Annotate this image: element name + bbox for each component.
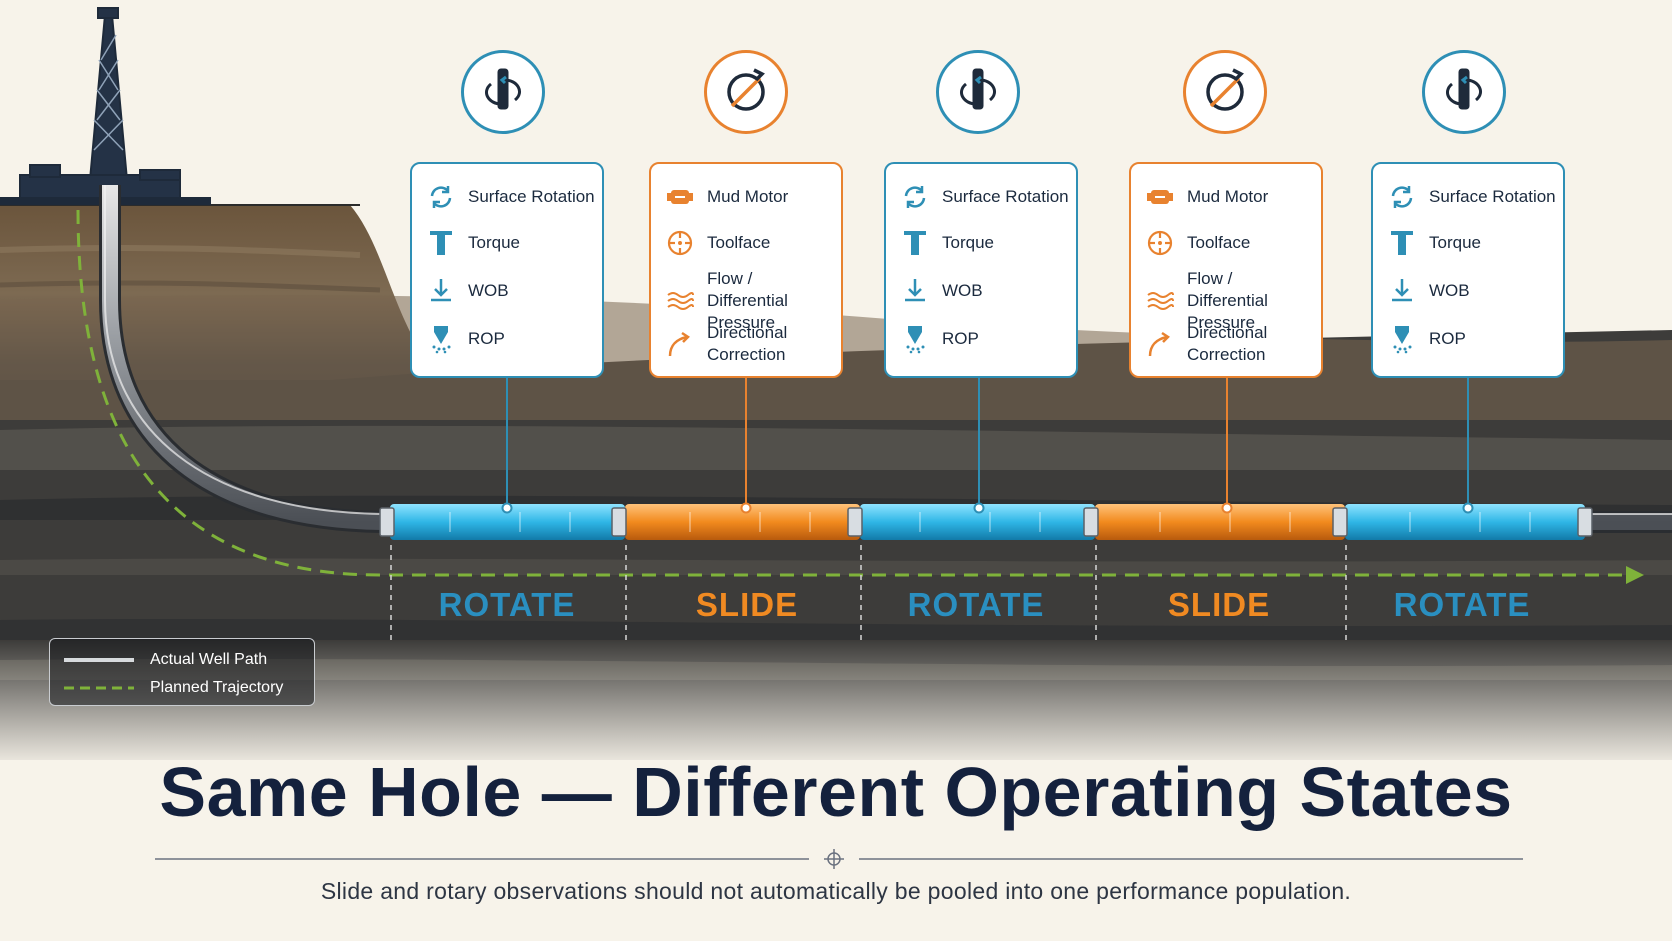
rotating-drill-icon [936, 50, 1020, 134]
planned-trajectory-arrowhead [1626, 566, 1644, 584]
no-rotation-icon [704, 50, 788, 134]
rotate-card-3-item-1: Surface Rotation [1387, 182, 1557, 212]
page-title: Same Hole — Different Operating States [159, 753, 1513, 831]
weight-on-bit-icon [905, 279, 925, 302]
legend-solid-line-icon [64, 658, 134, 662]
segment-label-rotate-2: ROTATE [907, 586, 1045, 623]
mud-motor-icon [1147, 190, 1173, 204]
torque-icon [1391, 231, 1413, 255]
toolface-icon [1147, 230, 1173, 256]
slide-card-1-label-4: Directional Correction [707, 323, 788, 364]
rotate-card-3: Surface Rotation Torque WOB ROP [1371, 162, 1565, 378]
slide-card-1-item-3: Flow / Differential Pressure [665, 268, 835, 334]
curve-arrow-icon [1148, 331, 1170, 357]
legend-dashed-line-icon [64, 686, 134, 690]
slide-card-1-item-1: Mud Motor [665, 182, 835, 212]
no-rotation-icon [1183, 50, 1267, 134]
actual-well-path [102, 185, 1672, 530]
legend-planned-label: Planned Trajectory [150, 679, 284, 696]
crosshair-icon [824, 849, 844, 869]
rotate-card-2-label-4: ROP [942, 329, 979, 348]
segment-slide-1 [625, 504, 860, 540]
rotate-card-1-item-1: Surface Rotation [426, 182, 596, 212]
slide-card-2-item-3: Flow / Differential Pressure [1145, 268, 1315, 334]
segment-label-rotate-3: ROTATE [1393, 586, 1531, 623]
slide-card-2-label-4: Directional Correction [1187, 323, 1268, 364]
drill-bit-icon [906, 326, 925, 354]
drilling-rig-icon [0, 7, 211, 205]
rotate-card-3-label-3: WOB [1429, 281, 1470, 300]
segment-rotate-1 [390, 504, 625, 540]
segments-layer [379, 504, 1593, 540]
subtitle: Slide and rotary observations should not… [320, 878, 1352, 904]
rotate-card-1-label-3: WOB [468, 281, 509, 300]
rotate-card-1-label-4: ROP [468, 329, 505, 348]
legend-actual-label: Actual Well Path [150, 651, 268, 668]
segment-rotate-2 [860, 504, 1095, 540]
slide-card-1-label-2: Toolface [707, 233, 771, 252]
drill-bit-icon [1393, 326, 1412, 354]
title-divider [155, 849, 1523, 869]
rotate-card-1: Surface Rotation Torque WOB ROP [410, 162, 604, 378]
segment-label-rotate-1: ROTATE [438, 586, 576, 623]
torque-icon [430, 231, 452, 255]
mud-motor-icon [667, 190, 693, 204]
rotate-card-1-item-3: WOB [426, 276, 596, 306]
slide-card-2-label-3: Flow / Differential Pressure [1187, 269, 1268, 332]
segment-slide-2 [1095, 504, 1345, 540]
rotate-card-3-item-3: WOB [1387, 276, 1557, 306]
segment-rotate-3 [1345, 504, 1585, 540]
connectors [501, 378, 1474, 514]
rotate-card-2: Surface Rotation Torque WOB ROP [884, 162, 1078, 378]
slide-card-1: Mud Motor Toolface Flow / Differential P… [649, 162, 843, 378]
rotate-card-3-label-2: Torque [1429, 233, 1481, 252]
rotate-card-3-label-1: Surface Rotation [1429, 187, 1556, 206]
slide-card-2-item-4: Directional Correction [1145, 322, 1315, 366]
rotate-card-1-item-2: Torque [426, 228, 596, 258]
slide-card-1-item-2: Toolface [665, 228, 835, 258]
segment-label-slide-2: SLIDE [1167, 586, 1271, 623]
rotate-card-3-label-4: ROP [1429, 329, 1466, 348]
legend: Actual Well Path Planned Trajectory [49, 638, 315, 706]
slide-card-2: Mud Motor Toolface Flow / Differential P… [1129, 162, 1323, 378]
rotating-drill-icon [461, 50, 545, 134]
rotate-card-2-item-2: Torque [900, 228, 1070, 258]
planned-trajectory-line [76, 209, 1628, 577]
slide-card-1-label-3: Flow / Differential Pressure [707, 269, 788, 332]
slide-card-1-label-1: Mud Motor [707, 187, 789, 206]
rotation-arrows-icon [1391, 186, 1413, 208]
rotate-card-2-label-2: Torque [942, 233, 994, 252]
rotating-drill-icon [1422, 50, 1506, 134]
weight-on-bit-icon [1392, 279, 1412, 302]
rotate-card-1-item-4: ROP [426, 324, 596, 354]
weight-on-bit-icon [431, 279, 451, 302]
legend-item-actual: Actual Well Path [64, 651, 267, 669]
toolface-icon [667, 230, 693, 256]
drill-bit-icon [432, 326, 451, 354]
slide-card-2-label-2: Toolface [1187, 233, 1251, 252]
rotate-card-1-label-1: Surface Rotation [468, 187, 595, 206]
legend-item-planned: Planned Trajectory [64, 679, 283, 697]
segment-label-slide-1: SLIDE [695, 586, 799, 623]
rotate-card-2-item-3: WOB [900, 276, 1070, 306]
slide-card-2-item-2: Toolface [1145, 228, 1315, 258]
rotate-card-2-label-1: Surface Rotation [942, 187, 1069, 206]
slide-card-1-item-4: Directional Correction [665, 322, 835, 366]
slide-card-2-item-1: Mud Motor [1145, 182, 1315, 212]
rotate-card-2-label-3: WOB [942, 281, 983, 300]
rotate-card-3-item-4: ROP [1387, 324, 1557, 354]
rotate-card-3-item-2: Torque [1387, 228, 1557, 258]
rotate-card-2-item-1: Surface Rotation [900, 182, 1070, 212]
curve-arrow-icon [668, 331, 690, 357]
rotate-card-1-label-2: Torque [468, 233, 520, 252]
flow-waves-icon [667, 292, 694, 310]
rotation-arrows-icon [430, 186, 452, 208]
rotate-card-2-item-4: ROP [900, 324, 1070, 354]
rotation-arrows-icon [904, 186, 926, 208]
torque-icon [904, 231, 926, 255]
flow-waves-icon [1147, 292, 1174, 310]
slide-card-2-label-1: Mud Motor [1187, 187, 1269, 206]
